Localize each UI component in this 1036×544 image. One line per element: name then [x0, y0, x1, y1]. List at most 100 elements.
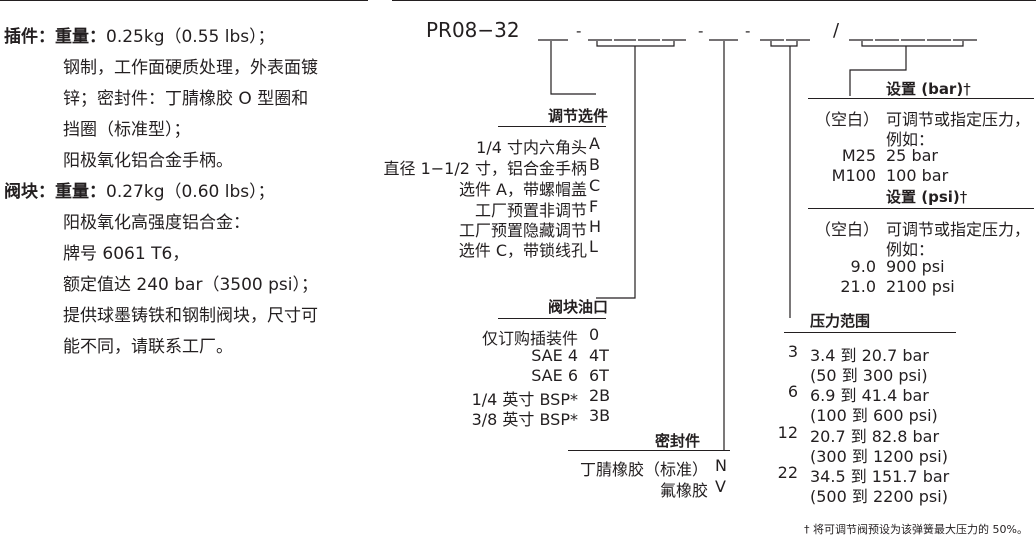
plug-spec-text: 锌；密封件：丁腈橡胶 O 型圈和: [63, 89, 309, 109]
setting-bar-example-value: 25 bar: [886, 146, 938, 165]
body-spec-text: 提供球墨铸铁和钢制阀块，尺寸可: [63, 306, 318, 326]
port-option-code: 4T: [589, 346, 609, 365]
seal-option-code: V: [715, 477, 726, 496]
code-dash: -: [698, 22, 704, 40]
code-dash: -: [576, 22, 582, 40]
pressure-title: 压力范围: [810, 312, 871, 330]
body-spec-line: 阀块：重量：0.27kg（0.60 lbs）；: [4, 177, 275, 202]
bracket-ports: [596, 41, 675, 47]
code-dash: -: [745, 22, 751, 40]
setting-psi-example-code: 21.0: [840, 277, 876, 296]
adjust-title: 调节选件: [547, 107, 608, 125]
setting-bar-example-value: 100 bar: [886, 166, 949, 185]
setting-psi-example-value: 2100 psi: [886, 277, 955, 296]
plug-spec-text: 挡圈（标准型）；: [63, 120, 191, 140]
setting-psi-blank-code: （空白）: [814, 220, 879, 239]
setting-psi-example-code: 9.0: [850, 257, 876, 276]
seal-option-code: N: [715, 456, 727, 475]
adjust-option-code: A: [589, 134, 600, 153]
pressure-code: 12: [777, 423, 798, 442]
ports-title: 阀块油口: [547, 298, 608, 316]
port-option-label: SAE 6: [531, 366, 578, 385]
footnote: † 将可调节阀预设为该弹簧最大压力的 50%。: [804, 523, 1028, 536]
plug-label: 插件：: [4, 27, 55, 47]
setting-bar-title: 设置 (bar)†: [886, 78, 971, 99]
pressure-bar-range: 20.7 到 82.8 bar: [810, 427, 940, 446]
code-slash: /: [833, 20, 840, 41]
ports-title-rule: [498, 318, 606, 319]
adjust-option-code: L: [589, 237, 598, 256]
top-rule-right: [392, 0, 1036, 1]
dagger-mark: †: [963, 80, 971, 98]
adjust-option-code: B: [589, 155, 600, 174]
adjust-option-label: 选件 C，带锁线孔: [458, 241, 587, 260]
body-spec-text: 额定值达 240 bar（3500 psi）；: [63, 275, 318, 295]
setting-psi-blank-desc: 可调节或指定压力，: [886, 220, 1031, 239]
setting-bar-example-code: M100: [831, 166, 876, 185]
body-weight-label: 重量：: [55, 182, 106, 202]
bracket-pressure: [770, 41, 798, 47]
adjust-option-label: 工厂预置非调节: [474, 201, 587, 220]
adjust-option-label: 工厂预置隐藏调节: [458, 221, 587, 240]
top-rule-left: [0, 0, 368, 1]
port-option-label: 1/4 英寸 BSP*: [471, 390, 578, 409]
setting-bar-blank-desc: 可调节或指定压力，: [886, 110, 1031, 129]
body-spec-text: 阳极氧化高强度铝合金：: [63, 213, 250, 233]
setting-psi-rule: [808, 208, 1034, 209]
plug-spec-line: 插件：重量：0.25kg（0.55 lbs）；: [4, 22, 275, 47]
adjust-title-rule: [498, 126, 606, 127]
pressure-code: 3: [787, 342, 798, 361]
model-number: PR08−32: [426, 18, 520, 42]
port-option-code: 0: [589, 325, 600, 344]
body-spec-text: 能不同，请联系工厂。: [63, 337, 233, 357]
plug-weight-label: 重量：: [55, 27, 106, 47]
setting-bar-rule: [808, 98, 1034, 99]
pressure-bar-range: 3.4 到 20.7 bar: [810, 346, 929, 365]
setting-psi-title-text: 设置 (psi): [886, 188, 960, 206]
pressure-title-rule: [784, 332, 956, 333]
port-option-code: 3B: [589, 406, 611, 425]
body-label: 阀块：: [4, 182, 55, 202]
pressure-psi-range: (500 到 2200 psi): [810, 487, 948, 506]
seals-title-rule: [568, 450, 730, 451]
plug-weight-value: 0.25kg（0.55 lbs）；: [106, 27, 275, 47]
plug-spec-text: 钢制，工作面硬质处理，外表面镀: [63, 58, 318, 78]
leader-setting: [849, 46, 907, 96]
port-option-code: 6T: [589, 366, 609, 385]
pressure-code: 22: [777, 463, 798, 482]
leader-adjust: [550, 41, 596, 95]
setting-psi-blank-desc: 例如：: [886, 240, 935, 259]
dagger-mark: †: [959, 188, 968, 206]
pressure-psi-range: (100 到 600 psi): [810, 406, 938, 425]
body-spec-text: 牌号 6061 T6，: [63, 244, 190, 264]
pressure-bar-range: 6.9 到 41.4 bar: [810, 386, 929, 405]
adjust-option-label: 直径 1−1/2 寸，铝合金手柄: [383, 159, 587, 178]
seal-option-label: 氟橡胶: [659, 481, 708, 500]
port-option-label: 仅订购插装件: [481, 329, 578, 348]
setting-psi-example-value: 900 psi: [886, 257, 945, 276]
leader-ports: [596, 46, 636, 299]
pressure-code: 6: [787, 382, 798, 401]
port-option-label: SAE 4: [531, 346, 578, 365]
pressure-psi-range: (50 到 300 psi): [810, 366, 928, 385]
adjust-option-label: 1/4 寸内六角头: [476, 138, 587, 157]
setting-bar-blank-desc: 例如：: [886, 130, 935, 149]
seals-title: 密封件: [654, 432, 700, 450]
pressure-psi-range: (300 到 1200 psi): [810, 447, 948, 466]
plug-spec-text: 阳极氧化铝合金手柄。: [63, 151, 233, 171]
seal-option-label: 丁腈橡胶（标准）: [579, 460, 708, 479]
body-weight-value: 0.27kg（0.60 lbs）；: [106, 182, 275, 202]
adjust-option-code: F: [589, 197, 599, 216]
port-option-label: 3/8 英寸 BSP*: [471, 410, 578, 429]
setting-bar-blank-code: （空白）: [814, 110, 879, 129]
adjust-option-code: H: [589, 217, 602, 236]
setting-bar-title-text: 设置 (bar): [886, 80, 964, 98]
bracket-setting: [861, 41, 964, 47]
setting-bar-example-code: M25: [841, 146, 876, 165]
port-option-code: 2B: [589, 386, 611, 405]
adjust-option-label: 选件 A，带螺帽盖: [458, 180, 587, 199]
setting-psi-title: 设置 (psi)†: [886, 186, 967, 207]
pressure-bar-range: 34.5 到 151.7 bar: [810, 467, 950, 486]
adjust-option-code: C: [589, 176, 601, 195]
